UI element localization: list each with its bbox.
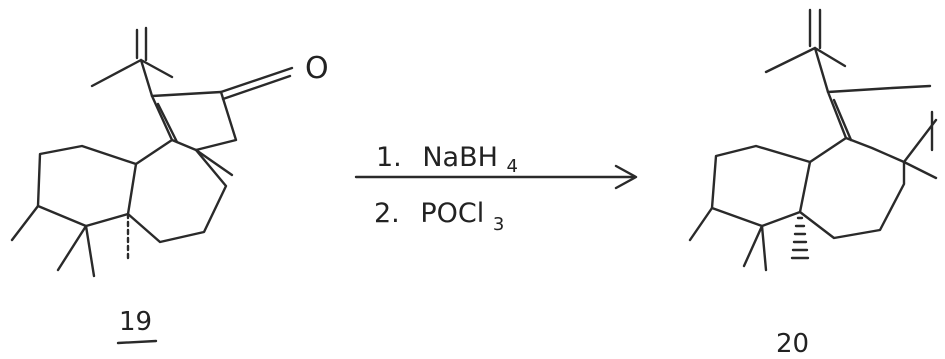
- reagent-step-2: 2. POCl 3: [374, 198, 504, 235]
- product-ring-c: [798, 136, 906, 240]
- gem-dimethyl: [10, 204, 96, 278]
- reaction-arrow-head: [614, 164, 638, 190]
- step-1-reagent: NaBH: [422, 142, 498, 173]
- step-1-subscript: 4: [507, 156, 518, 177]
- product-angular-methyl: [902, 160, 938, 180]
- compound-label-underline: [116, 339, 158, 345]
- reactant-structure-19: [10, 26, 294, 278]
- product-five-membered-ring: [826, 84, 938, 164]
- angular-methyl: [194, 148, 234, 177]
- isopropenyl-double-bond: [135, 26, 148, 62]
- ring-b: [36, 144, 138, 228]
- isopropenyl-group: [90, 58, 174, 98]
- step-2-subscript: 3: [493, 214, 504, 235]
- product-hashed-stereo-bond: [790, 216, 810, 260]
- step-2-number: 2.: [374, 198, 400, 229]
- product-isopropenyl-double-bond: [808, 8, 822, 50]
- compound-label-20: 20: [776, 329, 809, 359]
- step-2-reagent: POCl: [420, 198, 484, 229]
- five-membered-ring: [150, 90, 238, 152]
- product-ring-double-bond: [832, 98, 853, 142]
- product-structure-20: [688, 8, 938, 272]
- oxygen-atom-label: O: [305, 51, 329, 86]
- product-ring-b: [710, 144, 812, 228]
- ring-double-bond: [156, 102, 179, 144]
- compound-label-19: 19: [119, 307, 152, 337]
- product-gem-dimethyl: [688, 206, 768, 272]
- step-1-number: 1.: [376, 142, 402, 173]
- reagent-step-1: 1. NaBH 4: [376, 142, 518, 177]
- ring-c: [126, 138, 228, 244]
- product-isopropenyl-group: [764, 46, 847, 94]
- carbonyl-bond: [219, 66, 294, 101]
